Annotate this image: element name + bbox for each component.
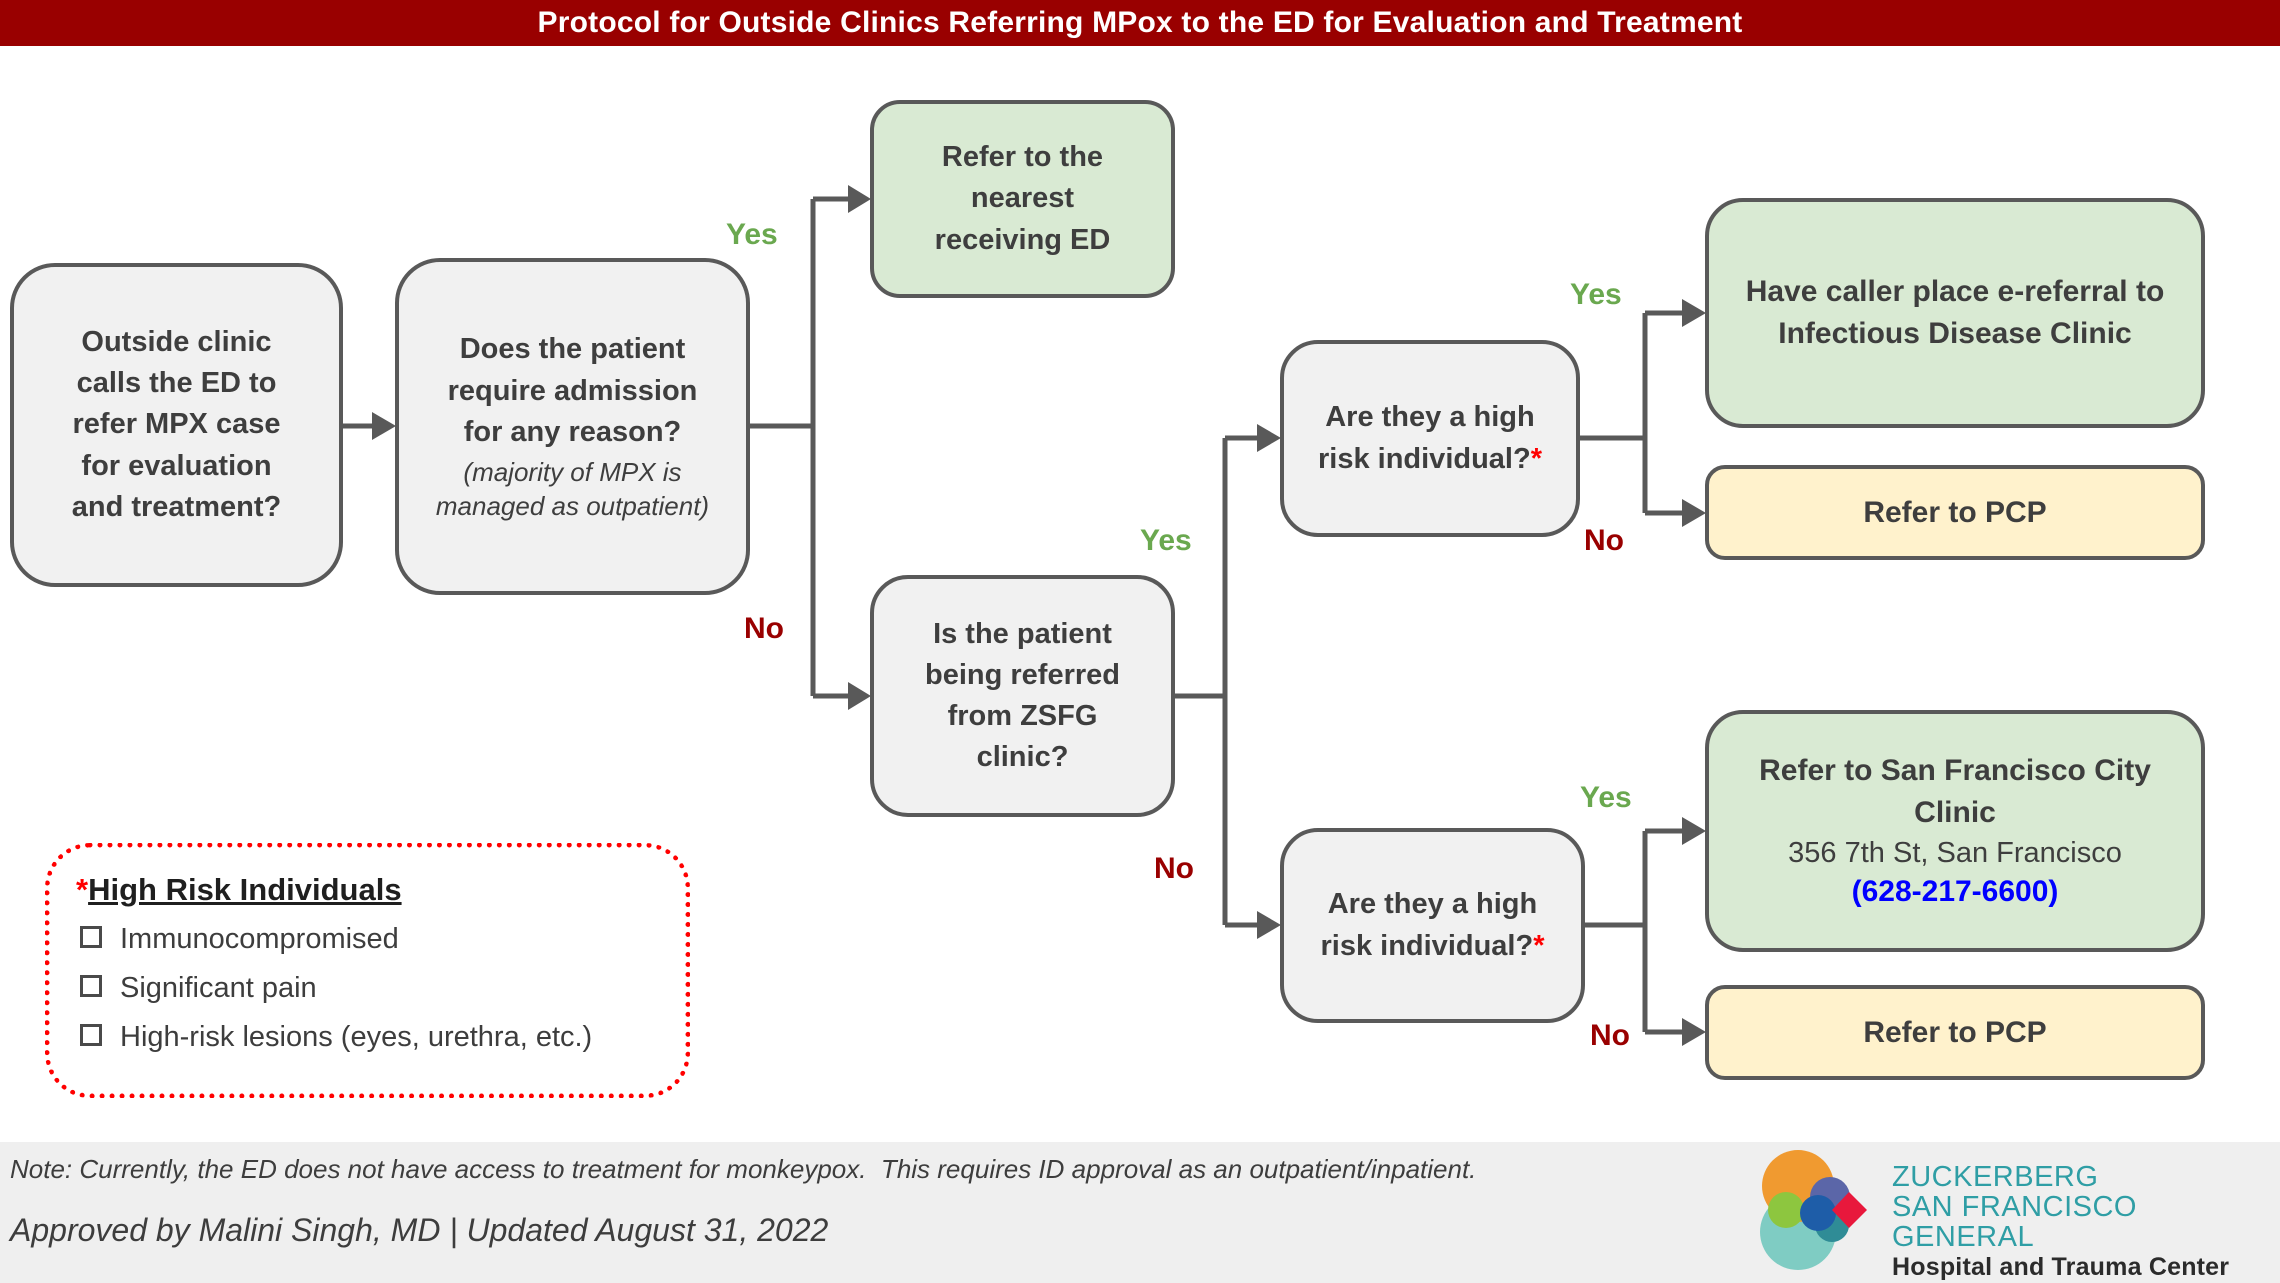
high-risk-top-question: Are they a high risk individual?: [1317, 401, 1535, 475]
approved-text: Approved by Malini Singh, MD | Updated A…: [10, 1212, 829, 1248]
yes-label-high-risk-top: Yes: [1570, 278, 1622, 311]
logo-text: ZUCKERBERG SAN FRANCISCO GENERAL Hospita…: [1892, 1162, 2280, 1282]
high-risk-bottom-node: Are they a high risk individual?*: [1280, 828, 1585, 1023]
city-clinic-phone: (628-217-6600): [1851, 874, 2059, 908]
yes-label-admission: Yes: [726, 218, 778, 251]
no-label-high-risk-bottom: No: [1590, 1019, 1630, 1052]
zsfg-question-text: Is the patient being referred from ZSFG …: [925, 617, 1120, 774]
asterisk: *: [1530, 442, 1542, 475]
city-clinic-node: Refer to San Francisco City Clinic 356 7…: [1705, 710, 2205, 952]
logo-mark-icon: [1760, 1150, 1867, 1270]
id-clinic-referral-text: Have caller place e-referral to Infectio…: [1745, 275, 2165, 350]
no-label-zsfg: No: [1154, 852, 1194, 885]
high-risk-top-text: Are they a high risk individual?*: [1318, 397, 1542, 479]
high-risk-bottom-question: Are they a high risk individual?: [1320, 888, 1538, 962]
admission-question-text: Does the patient require admission for a…: [447, 333, 698, 448]
logo-line1: ZUCKERBERG: [1892, 1161, 2099, 1193]
admission-question-node: Does the patient require admission for a…: [395, 258, 750, 595]
legend-item-label: Significant pain: [120, 972, 317, 1005]
legend-title: *High Risk Individuals: [76, 872, 659, 908]
id-clinic-referral-node: Have caller place e-referral to Infectio…: [1705, 198, 2205, 428]
legend-item: Immunocompromised: [76, 920, 659, 959]
checkbox-icon: [80, 926, 102, 948]
header-bar: Protocol for Outside Clinics Referring M…: [0, 0, 2280, 46]
refer-nearest-ed-node: Refer to the nearest receiving ED: [870, 100, 1175, 298]
start-node-text: Outside clinic calls the ED to refer MPX…: [71, 326, 282, 523]
asterisk: *: [1533, 929, 1545, 962]
no-label-high-risk-top: No: [1584, 524, 1624, 557]
refer-pcp-top-text: Refer to PCP: [1863, 495, 2047, 529]
start-node: Outside clinic calls the ED to refer MPX…: [10, 263, 343, 587]
legend-item: Significant pain: [76, 969, 659, 1008]
yes-label-zsfg: Yes: [1140, 524, 1192, 557]
high-risk-top-node: Are they a high risk individual?*: [1280, 340, 1580, 537]
city-clinic-address: 356 7th St, San Francisco: [1788, 836, 2122, 869]
zsfg-question-node: Is the patient being referred from ZSFG …: [870, 575, 1175, 817]
checkbox-icon: [80, 1024, 102, 1047]
city-clinic-title: Refer to San Francisco City Clinic: [1759, 753, 2151, 829]
yes-label-high-risk-bottom: Yes: [1580, 781, 1632, 814]
legend-item-label: High-risk lesions (eyes, urethra, etc.): [120, 1021, 593, 1054]
refer-pcp-bottom-node: Refer to PCP: [1705, 985, 2205, 1080]
admission-note-text: (majority of MPX is managed as outpatien…: [435, 456, 710, 521]
asterisk: *: [76, 872, 89, 907]
refer-nearest-ed-text: Refer to the nearest receiving ED: [934, 141, 1111, 256]
logo-line3: Hospital and Trauma Center: [1892, 1253, 2230, 1281]
note-text: Note: Currently, the ED does not have ac…: [10, 1154, 1477, 1184]
no-label-admission: No: [744, 612, 784, 645]
high-risk-legend-box: *High Risk Individuals Immunocompromised…: [45, 843, 690, 1098]
legend-item-label: Immunocompromised: [120, 923, 399, 955]
checkbox-icon: [80, 975, 102, 998]
logo-line2: SAN FRANCISCO GENERAL: [1892, 1191, 2137, 1253]
refer-pcp-bottom-text: Refer to PCP: [1863, 1015, 2047, 1049]
refer-pcp-top-node: Refer to PCP: [1705, 465, 2205, 560]
page-title: Protocol for Outside Clinics Referring M…: [537, 6, 1743, 39]
footer-bar: Note: Currently, the ED does not have ac…: [0, 1142, 2280, 1283]
high-risk-bottom-text: Are they a high risk individual?*: [1320, 884, 1544, 966]
legend-title-text: High Risk Individuals: [88, 872, 402, 907]
legend-item: High-risk lesions (eyes, urethra, etc.): [76, 1018, 659, 1057]
hospital-logo: ZUCKERBERG SAN FRANCISCO GENERAL Hospita…: [1756, 1146, 2280, 1282]
